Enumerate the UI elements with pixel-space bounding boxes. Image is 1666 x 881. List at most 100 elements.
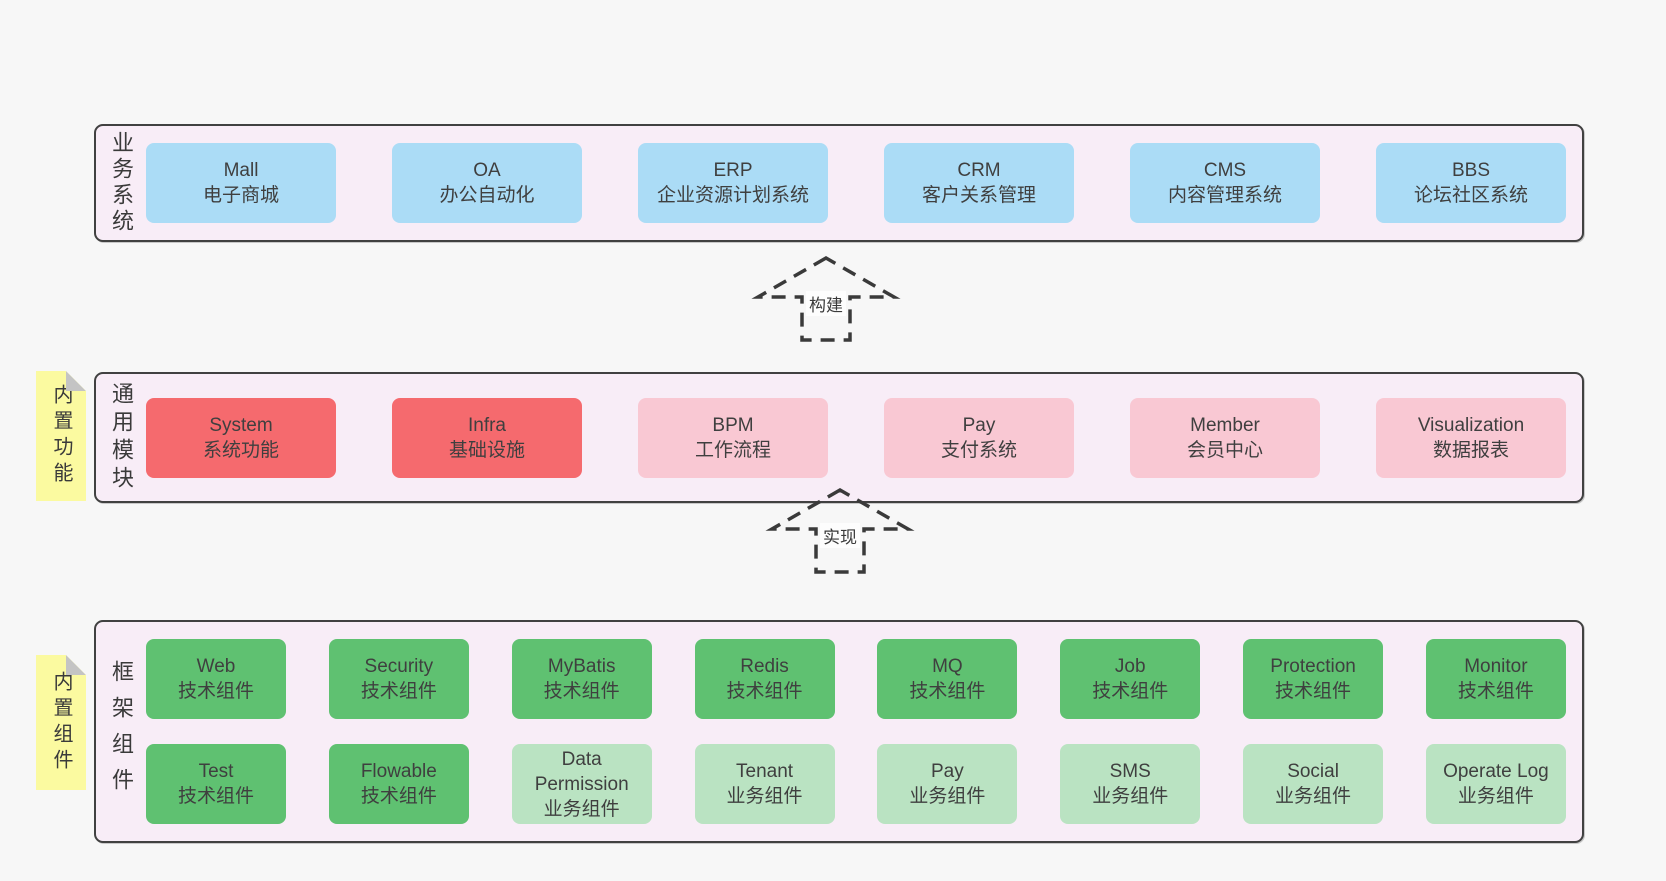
box-protection: Protection 技术组件 bbox=[1243, 639, 1384, 719]
box-web: Web 技术组件 bbox=[146, 639, 286, 719]
box-redis: Redis 技术组件 bbox=[694, 639, 835, 719]
box-social: Social 业务组件 bbox=[1243, 744, 1384, 824]
box-desc: 技术组件 bbox=[726, 681, 803, 702]
panel-content: System 系统功能 Infra 基础设施 BPM 工作流程 Pay 支付系统… bbox=[146, 374, 1582, 501]
box-name: Member bbox=[1190, 414, 1260, 436]
box-name: Infra bbox=[467, 414, 507, 436]
box-name: CMS bbox=[1203, 160, 1247, 181]
sticky-fold-corner-icon bbox=[66, 371, 86, 391]
panel-business-systems: 业务系统 Mall 电子商城 OA 办公自动化 ERP 企业资源计划系统 CRM… bbox=[94, 124, 1584, 242]
sticky-note-label: 内置组件 bbox=[50, 670, 72, 775]
box-name: Tenant bbox=[736, 761, 794, 782]
panel-framework-components: 框架组件 Web 技术组件 Security 技术组件 MyBatis 技术组件… bbox=[94, 620, 1584, 843]
box-desc: 技术组件 bbox=[1092, 681, 1169, 702]
box-name: Protection bbox=[1270, 656, 1356, 677]
sticky-note-built-in-features: 内置功能 bbox=[36, 371, 86, 501]
box-desc: 业务组件 bbox=[543, 798, 620, 820]
arrow-implement: 实现 bbox=[765, 486, 915, 576]
box-operate-log: Operate Log 业务组件 bbox=[1425, 744, 1566, 824]
box-sms: SMS 业务组件 bbox=[1060, 744, 1201, 824]
box-infra: Infra 基础设施 bbox=[392, 397, 582, 478]
box-name: Monitor bbox=[1464, 656, 1528, 677]
box-erp: ERP 企业资源计划系统 bbox=[638, 143, 828, 223]
box-name: BPM bbox=[712, 414, 754, 436]
box-desc: 数据报表 bbox=[1432, 439, 1509, 461]
panel-content: Mall 电子商城 OA 办公自动化 ERP 企业资源计划系统 CRM 客户关系… bbox=[146, 126, 1582, 240]
box-desc: 业务组件 bbox=[1275, 786, 1352, 807]
box-tenant: Tenant 业务组件 bbox=[694, 744, 835, 824]
box-desc: 技术组件 bbox=[177, 681, 254, 702]
box-name: Operate Log bbox=[1443, 761, 1549, 782]
box-name: OA bbox=[473, 160, 501, 181]
panel-label-column: 通用模块 bbox=[96, 374, 146, 501]
panel-content: Web 技术组件 Security 技术组件 MyBatis 技术组件 Redi… bbox=[146, 622, 1582, 841]
box-desc: 系统功能 bbox=[202, 439, 279, 461]
box-mall: Mall 电子商城 bbox=[146, 143, 336, 223]
box-desc: 技术组件 bbox=[1275, 681, 1352, 702]
dashed-up-arrow-icon bbox=[765, 487, 915, 574]
box-name: Social bbox=[1287, 761, 1339, 782]
box-oa: OA 办公自动化 bbox=[392, 143, 582, 223]
box-mq: MQ 技术组件 bbox=[877, 639, 1018, 719]
box-name: MyBatis bbox=[547, 656, 616, 677]
box-flowable: Flowable 技术组件 bbox=[328, 744, 469, 824]
panel-label-business-systems: 业务系统 bbox=[109, 131, 134, 235]
box-desc: 技术组件 bbox=[360, 681, 437, 702]
box-name: CRM bbox=[957, 160, 1001, 181]
box-name: BBS bbox=[1451, 160, 1491, 181]
sticky-note-label: 内置功能 bbox=[50, 384, 72, 488]
box-desc: 业务组件 bbox=[909, 786, 986, 807]
arrow-outline bbox=[765, 487, 915, 574]
box-bpm: BPM 工作流程 bbox=[638, 397, 828, 478]
box-name: Web bbox=[196, 656, 236, 677]
box-desc: 会员中心 bbox=[1186, 439, 1263, 461]
box-mybatis: MyBatis 技术组件 bbox=[511, 639, 652, 719]
box-name: Job bbox=[1114, 656, 1146, 677]
box-member: Member 会员中心 bbox=[1130, 397, 1320, 478]
box-name: Flowable bbox=[360, 761, 437, 782]
box-desc: 技术组件 bbox=[177, 786, 254, 807]
box-name: Pay bbox=[962, 414, 996, 436]
box-desc: 业务组件 bbox=[1457, 786, 1534, 807]
panel-label-framework-components: 框架组件 bbox=[109, 659, 134, 804]
panel-common-modules: 通用模块 System 系统功能 Infra 基础设施 BPM 工作流程 Pay… bbox=[94, 372, 1584, 503]
panel-label-column: 业务系统 bbox=[96, 126, 146, 240]
arrow-build: 构建 bbox=[751, 254, 901, 344]
box-desc: 技术组件 bbox=[360, 786, 437, 807]
box-desc: 技术组件 bbox=[543, 681, 620, 702]
panel-label-column: 框架组件 bbox=[96, 622, 146, 841]
sticky-note-built-in-components: 内置组件 bbox=[36, 655, 86, 790]
box-pay-system: Pay 支付系统 bbox=[884, 397, 1074, 478]
box-desc: 工作流程 bbox=[694, 439, 771, 461]
box-name: MQ bbox=[932, 656, 963, 677]
component-row-1: Web 技术组件 Security 技术组件 MyBatis 技术组件 Redi… bbox=[146, 639, 1566, 719]
box-bbs: BBS 论坛社区系统 bbox=[1376, 143, 1566, 223]
box-desc: 业务组件 bbox=[1092, 786, 1169, 807]
box-desc: 业务组件 bbox=[726, 786, 803, 807]
arrow-outline bbox=[751, 255, 901, 342]
box-desc: 电子商城 bbox=[202, 185, 279, 206]
box-name: Security bbox=[364, 656, 434, 677]
box-desc: 企业资源计划系统 bbox=[656, 185, 809, 206]
sticky-fold-corner-icon bbox=[66, 655, 86, 675]
box-name: ERP bbox=[713, 160, 753, 181]
box-pay-component: Pay 业务组件 bbox=[877, 744, 1018, 824]
box-name: Pay bbox=[931, 761, 964, 782]
box-security: Security 技术组件 bbox=[328, 639, 469, 719]
box-desc: 客户关系管理 bbox=[921, 185, 1036, 206]
box-desc: 论坛社区系统 bbox=[1413, 185, 1528, 206]
box-system: System 系统功能 bbox=[146, 397, 336, 478]
box-name: Redis bbox=[740, 656, 789, 677]
box-desc: 支付系统 bbox=[940, 439, 1017, 461]
box-name: Visualization bbox=[1417, 414, 1525, 436]
box-name: Data Permission bbox=[534, 748, 629, 795]
arrow-label: 实现 bbox=[820, 523, 860, 548]
box-desc: 技术组件 bbox=[1457, 681, 1534, 702]
panel-label-common-modules: 通用模块 bbox=[109, 381, 134, 494]
box-monitor: Monitor 技术组件 bbox=[1425, 639, 1566, 719]
box-test: Test 技术组件 bbox=[146, 744, 286, 824]
box-desc: 内容管理系统 bbox=[1167, 185, 1282, 206]
arrow-label: 构建 bbox=[806, 291, 846, 316]
dashed-up-arrow-icon bbox=[751, 255, 901, 342]
